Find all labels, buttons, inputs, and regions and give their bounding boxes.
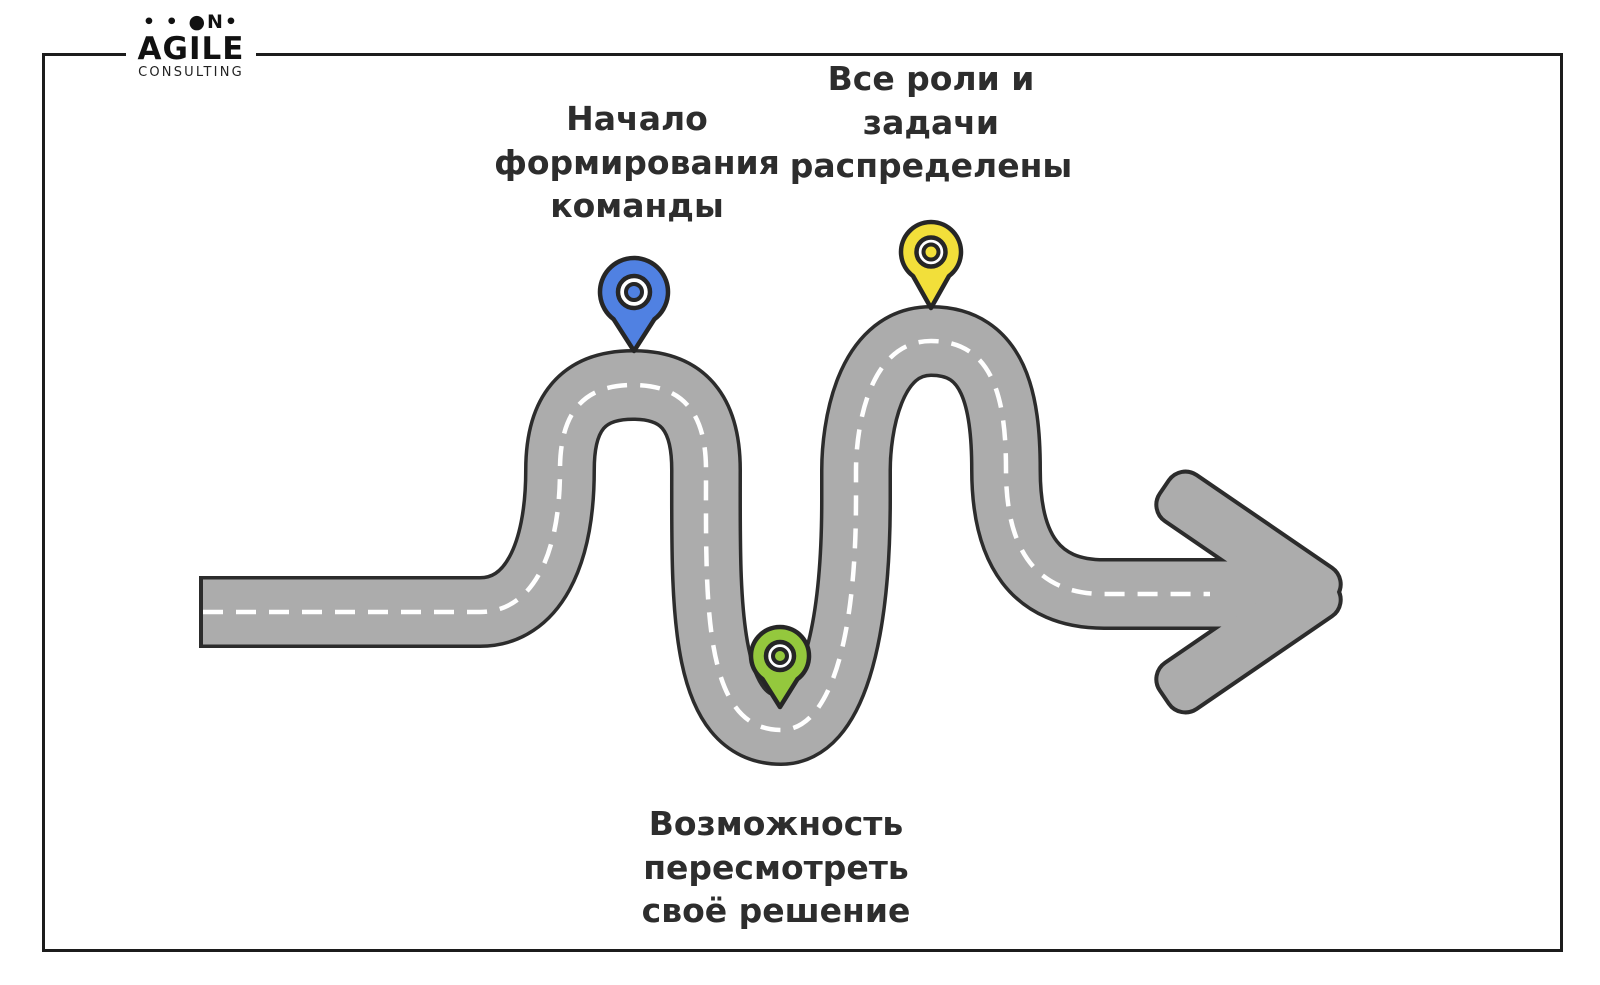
label-line: пересмотреть [643,847,909,887]
onagile-logo: • • ●N• AGILE CONSULTING [126,8,256,89]
label-line: команды [550,186,724,226]
label-line: своё решение [641,891,911,931]
pin-center-dot [624,282,644,302]
label-line: задачи [862,102,1000,142]
milestone-label-revisit-decision: Возможность пересмотреть своё решение [642,802,911,933]
diagram-frame [42,53,1563,952]
logo-brand-text: AGILE [137,30,245,67]
milestone-label-roles-distributed: Все роли и задачи распределены [790,57,1072,188]
road-centerline [203,338,1210,733]
label-line: Все роли и [827,59,1035,98]
pin-center-dot [771,647,789,665]
pin-center-dot [921,242,941,262]
label-line: Начало [566,99,708,138]
label-line: Возможность [648,804,904,843]
label-line: формирования [494,142,780,182]
milestone-label-team-forming-start: Начало формирования команды [494,97,780,228]
logo-subtitle-text: CONSULTING [138,65,244,81]
label-line: распределены [789,146,1073,186]
logo-dots-mark: • • ●N• [142,11,240,33]
location-pin-blue [597,255,671,354]
location-pin-green [748,624,812,710]
location-pin-yellow [898,219,964,311]
